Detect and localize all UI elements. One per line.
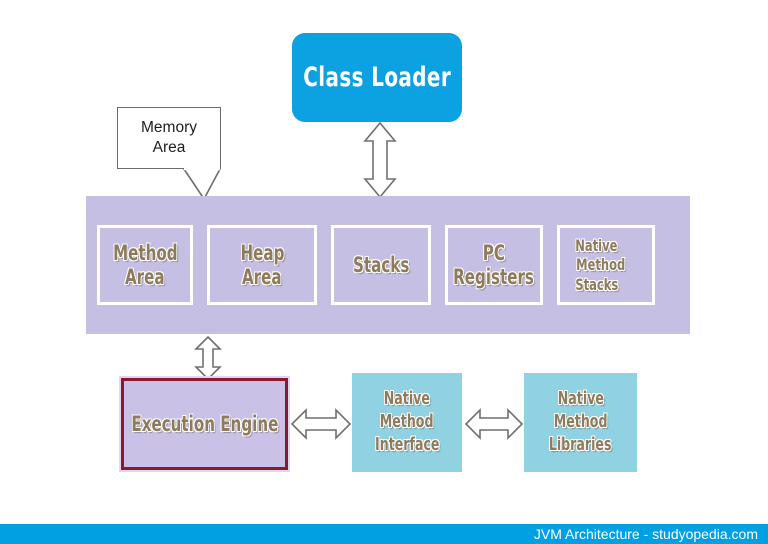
memory-box-method-area-line-2: Area xyxy=(125,265,165,289)
native-method-interface-line-3: Interface xyxy=(374,434,440,455)
arrow-execution-engine-to-interface xyxy=(290,408,352,440)
native-method-libraries-line-3: Libraries xyxy=(549,434,612,455)
native-method-libraries-box: Native Method Libraries xyxy=(524,373,637,472)
memory-area-callout-line-2: Area xyxy=(152,139,186,156)
memory-box-pc-registers-line-2: Registers xyxy=(453,265,535,289)
footer-attribution: JVM Architecture - studyopedia.com xyxy=(533,526,758,542)
memory-box-native-method-stacks: Native Method Stacks xyxy=(557,225,655,305)
native-method-libraries-line-2: Method xyxy=(553,412,608,433)
native-method-interface-box: Native Method Interface xyxy=(352,373,462,472)
memory-box-method-area: Method Area xyxy=(97,225,193,305)
memory-box-heap-area-line-2: Area xyxy=(242,265,282,289)
memory-area-callout: Memory Area xyxy=(117,107,221,169)
memory-box-heap-area: Heap Area xyxy=(207,225,317,305)
memory-box-method-area-line-1: Method xyxy=(112,240,178,265)
arrow-memory-to-execution-engine xyxy=(194,335,222,381)
memory-box-native-method-stacks-line-3: Stacks xyxy=(575,274,619,294)
memory-box-pc-registers-line-1: PC xyxy=(482,240,506,265)
class-loader-box: Class Loader xyxy=(292,33,462,122)
arrow-interface-to-libraries xyxy=(464,408,524,440)
memory-box-stacks: Stacks xyxy=(331,225,431,305)
class-loader-label: Class Loader xyxy=(303,62,451,93)
memory-box-native-method-stacks-line-1: Native xyxy=(575,235,618,255)
native-method-interface-line-2: Method xyxy=(380,412,434,433)
execution-engine-label: Execution Engine xyxy=(131,412,278,436)
native-method-interface-line-1: Native xyxy=(383,389,431,410)
memory-box-heap-area-line-1: Heap xyxy=(240,240,284,265)
memory-box-native-method-stacks-line-2: Method xyxy=(576,255,626,275)
footer-bar: JVM Architecture - studyopedia.com xyxy=(0,524,768,544)
arrow-class-loader-to-memory xyxy=(363,121,397,199)
memory-box-stacks-line-1: Stacks xyxy=(352,252,410,277)
memory-box-pc-registers: PC Registers xyxy=(445,225,543,305)
memory-area-band: Method Area Heap Area Stacks PC Register… xyxy=(86,196,690,334)
native-method-libraries-line-1: Native xyxy=(557,389,604,410)
execution-engine-box: Execution Engine xyxy=(119,376,290,472)
memory-area-callout-line-1: Memory xyxy=(141,118,197,136)
